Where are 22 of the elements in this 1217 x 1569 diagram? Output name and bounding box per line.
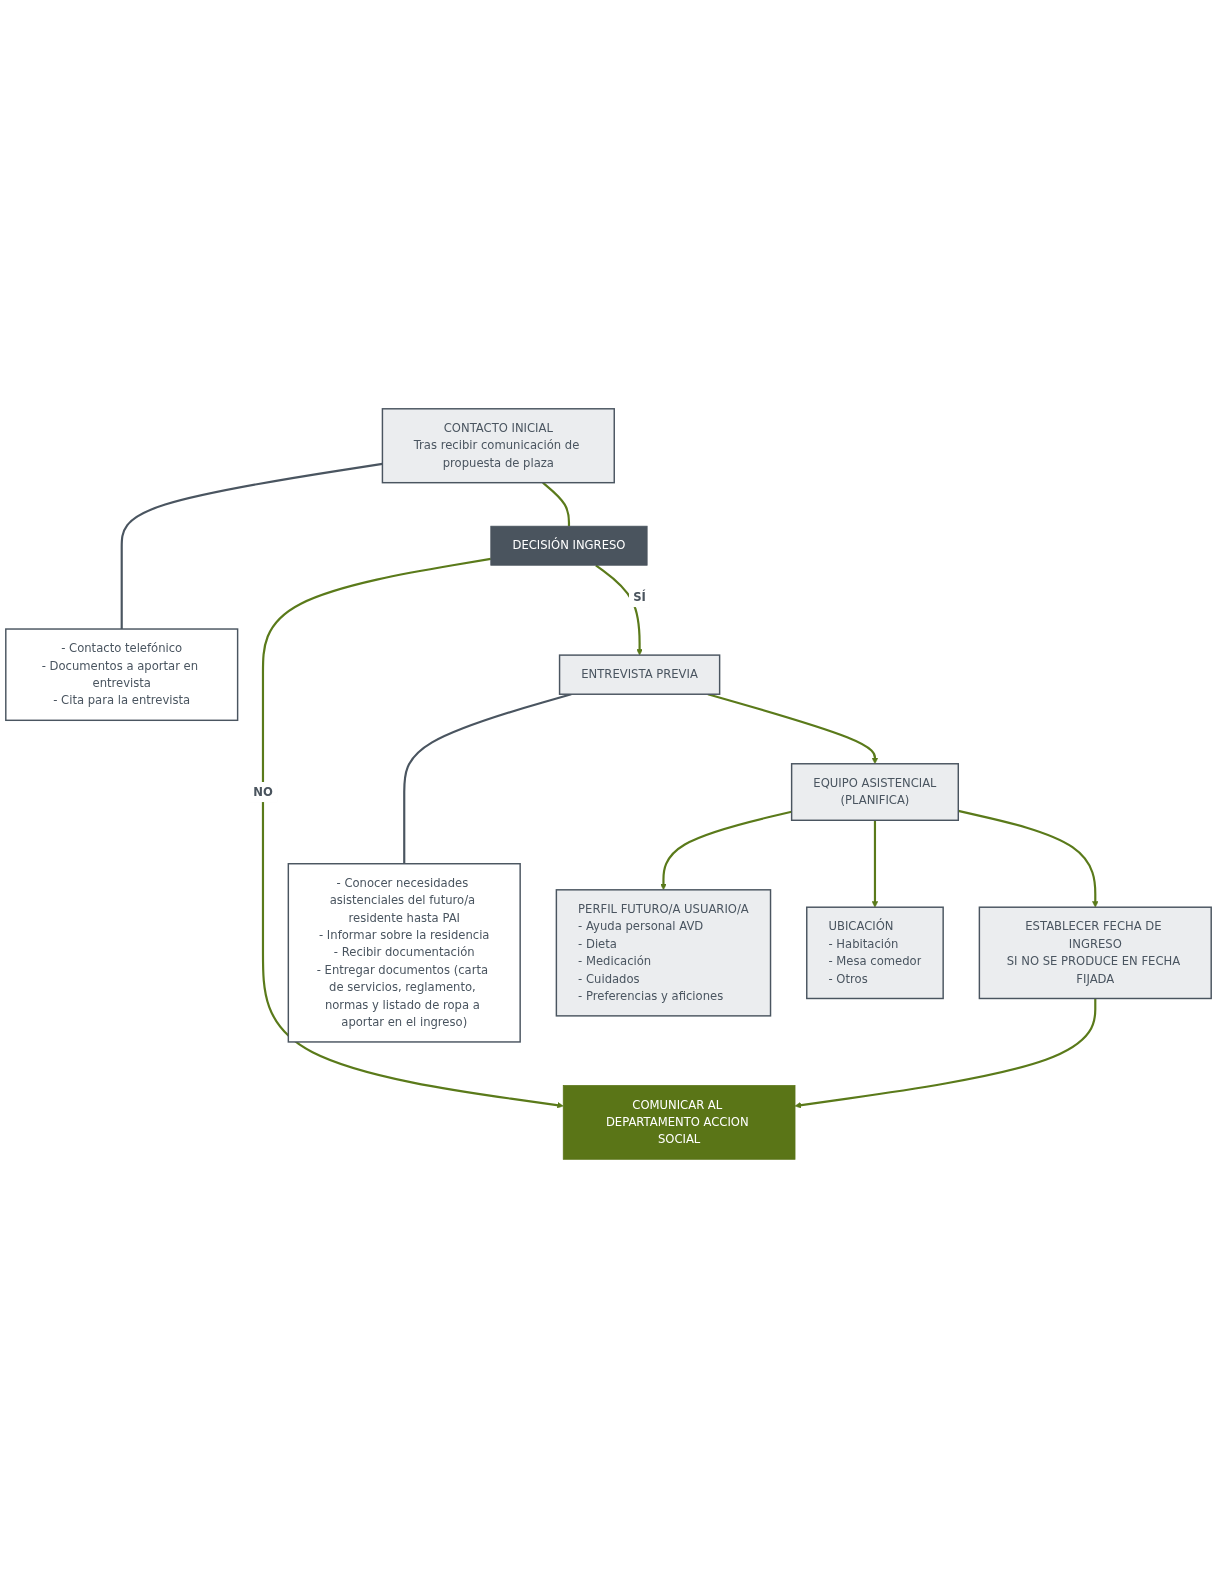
node-box: EQUIPO ASISTENCIAL (PLANIFICA) [790,763,959,822]
node-box: PERFIL FUTURO/A USUARIO/A - Ayuda personal AVD - Dieta - Medicación - Cuidados - Preferencias y aficiones [555,889,772,1018]
arrow [660,811,792,891]
connector [542,482,571,527]
arrow [794,998,1097,1109]
connector [120,463,383,630]
node-box: - Contacto telefónico - Documentos a aportar en entrevista - Cita para la entrevista [5,628,239,722]
arrow [261,558,564,1109]
node-box: UBICACIÓN - Habitación - Mesa comedor - Otros [806,906,944,1000]
node-box: CONTACTO INICIAL Tras recibir comunicación de propuesta de plaza [381,408,615,484]
arrow [707,693,879,765]
arrow [595,564,643,656]
arrow [958,810,1099,908]
node-box: - Conocer necesidades asistenciales del futuro/a residente hasta PAI - Informar sobre la residencia - Recibir documentación - Entregar documentos (carta de servicios, reglamento, normas y listado de ropa a aportar en el ingreso) [287,863,521,1044]
arrow [871,820,879,908]
edge-label: SÍ [633,590,646,605]
node-box: COMUNICAR AL DEPARTAMENTO ACCION SOCIAL [562,1085,796,1161]
node-box: DECISIÓN INGRESO [490,526,648,567]
connector [403,693,572,865]
node-box: ENTREVISTA PREVIA [558,654,721,696]
node-box: ESTABLECER FECHA DE INGRESO SI NO SE PRODUCE EN FECHA FIJADA [978,906,1212,1000]
edge-label: NO [253,785,273,799]
